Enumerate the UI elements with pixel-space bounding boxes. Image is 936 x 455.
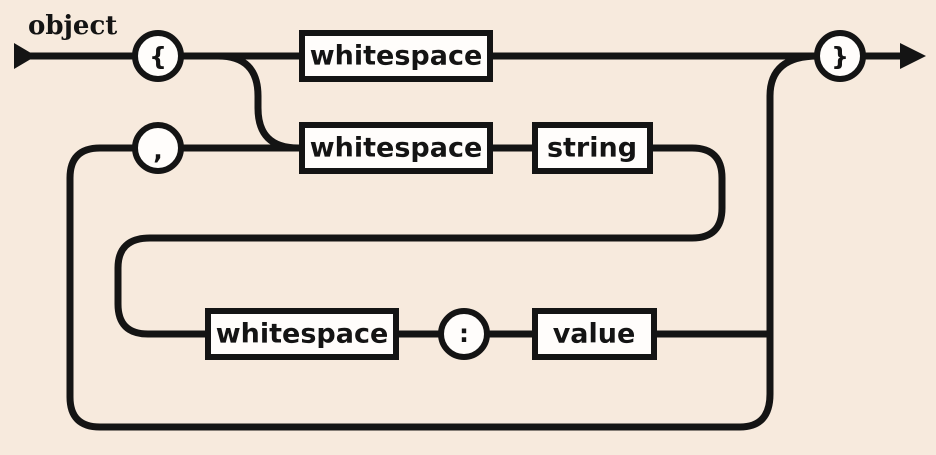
nonterminal-whitespace-top: whitespace [299, 30, 493, 82]
start-arrow-icon [14, 43, 36, 69]
rail-inner-loop-left [114, 234, 208, 338]
terminal-comma-label: , [153, 136, 163, 165]
nonterminal-whitespace-mid: whitespace [299, 122, 493, 174]
nonterminal-value-label: value [553, 319, 636, 350]
rule-title: object [28, 11, 117, 41]
terminal-close-brace: } [814, 30, 866, 82]
terminal-open-brace-label: { [149, 42, 167, 71]
terminal-open-brace: { [132, 30, 184, 82]
terminal-comma: , [132, 122, 184, 174]
terminal-close-brace-label: } [831, 42, 849, 71]
nonterminal-string: string [532, 122, 653, 174]
nonterminal-whitespace-top-label: whitespace [310, 41, 483, 72]
rail-brace-branch-down [217, 52, 299, 152]
terminal-colon-label: : [459, 319, 469, 348]
nonterminal-whitespace-bottom-label: whitespace [216, 319, 389, 350]
nonterminal-whitespace-bottom: whitespace [205, 308, 399, 360]
rail-repeat-loop [66, 144, 774, 431]
nonterminal-whitespace-mid-label: whitespace [310, 133, 483, 164]
terminal-colon: : [438, 308, 490, 360]
nonterminal-value: value [532, 308, 657, 360]
rail-string-to-ws-bottom [150, 144, 726, 242]
rail-close-brace-drop [766, 52, 819, 334]
nonterminal-string-label: string [547, 133, 637, 164]
end-arrow-icon [900, 43, 926, 69]
